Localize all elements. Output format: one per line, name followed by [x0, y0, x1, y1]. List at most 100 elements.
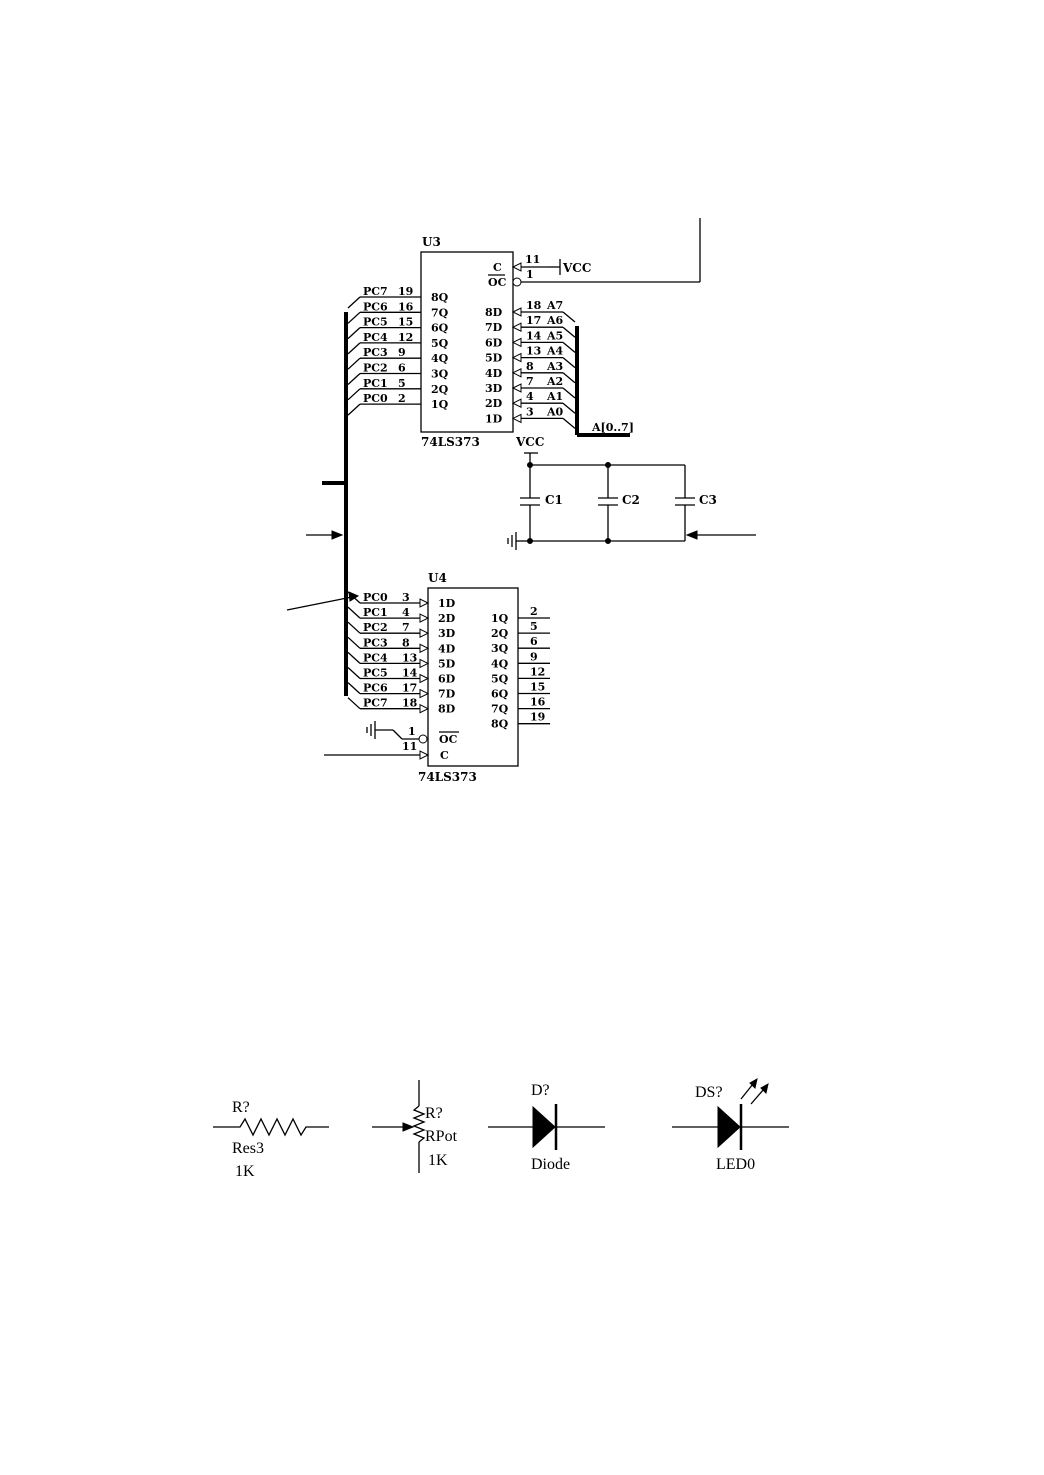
pin-number: 4: [402, 606, 410, 619]
led-triangle: [717, 1105, 741, 1149]
pin-name: 5Q: [431, 337, 449, 350]
pin-number: 14: [526, 329, 542, 342]
pin-name: 4Q: [431, 352, 449, 365]
u3-c-name: C: [493, 261, 502, 274]
pin-name: 3Q: [491, 642, 509, 655]
bus-entry: [347, 373, 361, 385]
u4-c-num: 11: [402, 740, 417, 753]
pin-name: 6D: [438, 673, 456, 686]
input-triangle: [419, 703, 430, 714]
net-label: PC2: [363, 362, 388, 375]
pin-number: 7: [526, 375, 534, 388]
bus-entry: [562, 402, 576, 414]
diode-symbol: D? Diode: [488, 1082, 605, 1173]
pin-number: 7: [402, 621, 410, 634]
u3-ref: U3: [422, 235, 441, 249]
bus-entry: [562, 341, 576, 353]
led-ref: DS?: [695, 1084, 723, 1101]
pin-name: 3Q: [431, 368, 449, 381]
ground-symbol: [366, 721, 376, 739]
u4-oc-wire: [392, 729, 403, 740]
pin-number: 12: [398, 331, 413, 344]
input-triangle: [511, 352, 522, 363]
bus-entry: [347, 697, 361, 710]
diode-triangle: [532, 1105, 556, 1149]
a-bus-label: A[0..7]: [591, 421, 634, 434]
pin-name: 1D: [438, 597, 456, 610]
pin-name: 7D: [485, 321, 503, 334]
input-triangle: [511, 398, 522, 409]
pin-number: 19: [530, 711, 545, 724]
pin-number: 3: [526, 405, 534, 418]
pin-name: 6Q: [431, 322, 449, 335]
input-triangle: [419, 688, 430, 699]
pot-ref: R?: [425, 1105, 443, 1122]
bus-entry: [347, 667, 361, 679]
capacitor-c2: C2: [598, 465, 640, 541]
u3-oc-name: OC: [488, 276, 507, 289]
pin-number: 12: [530, 665, 545, 678]
pin-number: 17: [526, 314, 541, 327]
pin-name: 3D: [485, 382, 503, 395]
pin-number: 4: [526, 390, 534, 403]
pin-number: 13: [402, 651, 417, 664]
pin-name: 6Q: [491, 688, 509, 701]
bus-entry: [347, 591, 361, 604]
pin-number: 14: [402, 667, 418, 680]
u4-body: [427, 587, 519, 767]
u3-body: [420, 251, 514, 433]
input-triangle: [511, 413, 522, 424]
diode-part: Diode: [531, 1156, 570, 1173]
pin-number: 6: [530, 635, 538, 648]
bus-entry: [347, 403, 361, 416]
led-emission-arrows-icon: [740, 1078, 769, 1105]
net-label: PC6: [363, 682, 388, 695]
u3-oc-num: 1: [526, 268, 534, 281]
bus-entry: [347, 682, 361, 695]
u4-part: 74LS373: [418, 770, 477, 784]
u4-c-name: C: [440, 749, 449, 762]
pin-name: 2D: [485, 397, 503, 410]
pin-number: 18: [402, 697, 418, 710]
pin-name: 5D: [485, 352, 503, 365]
bus-entry: [562, 357, 576, 369]
net-label: PC2: [363, 621, 388, 634]
pot-value: 1K: [428, 1152, 448, 1169]
arrow-head: [331, 530, 344, 540]
pot-part: RPot: [425, 1128, 458, 1145]
input-triangle: [419, 658, 430, 669]
u4-oc-name: OC: [439, 733, 458, 746]
input-triangle: [511, 307, 522, 317]
net-label: PC1: [363, 377, 388, 390]
u4-oc-bubble: [418, 734, 428, 744]
c1-label: C1: [545, 493, 563, 507]
bus-entry: [562, 372, 576, 384]
resistor-zigzag: [213, 1117, 329, 1137]
pin-name: 1Q: [431, 398, 449, 411]
u4-c-clock-mark: [419, 750, 430, 760]
u3-c-num: 11: [525, 253, 540, 266]
pin-number: 8: [402, 636, 410, 649]
pin-name: 6D: [485, 336, 503, 349]
diode-ref: D?: [531, 1082, 550, 1099]
bus-entry: [562, 417, 576, 429]
capacitor-c1: C1: [520, 465, 563, 541]
pin-name: 2D: [438, 612, 456, 625]
resistor-part: Res3: [232, 1140, 264, 1157]
u3-oc-bubble: [512, 277, 522, 287]
resistor-symbol: R? Res3 1K: [213, 1099, 329, 1180]
bus-entry: [562, 387, 576, 399]
net-label: A0: [546, 405, 564, 418]
bus-entry: [347, 357, 361, 370]
net-label: PC3: [363, 346, 388, 359]
pin-number: 19: [398, 285, 413, 298]
decoupling-capacitors: VCC C1 C2 C3: [507, 435, 717, 550]
caps-vcc-label: VCC: [515, 435, 544, 449]
resistor-value: 1K: [235, 1163, 255, 1180]
pin-name: 8D: [438, 703, 456, 716]
pin-number: 5: [530, 620, 538, 633]
net-label: PC0: [363, 392, 388, 405]
